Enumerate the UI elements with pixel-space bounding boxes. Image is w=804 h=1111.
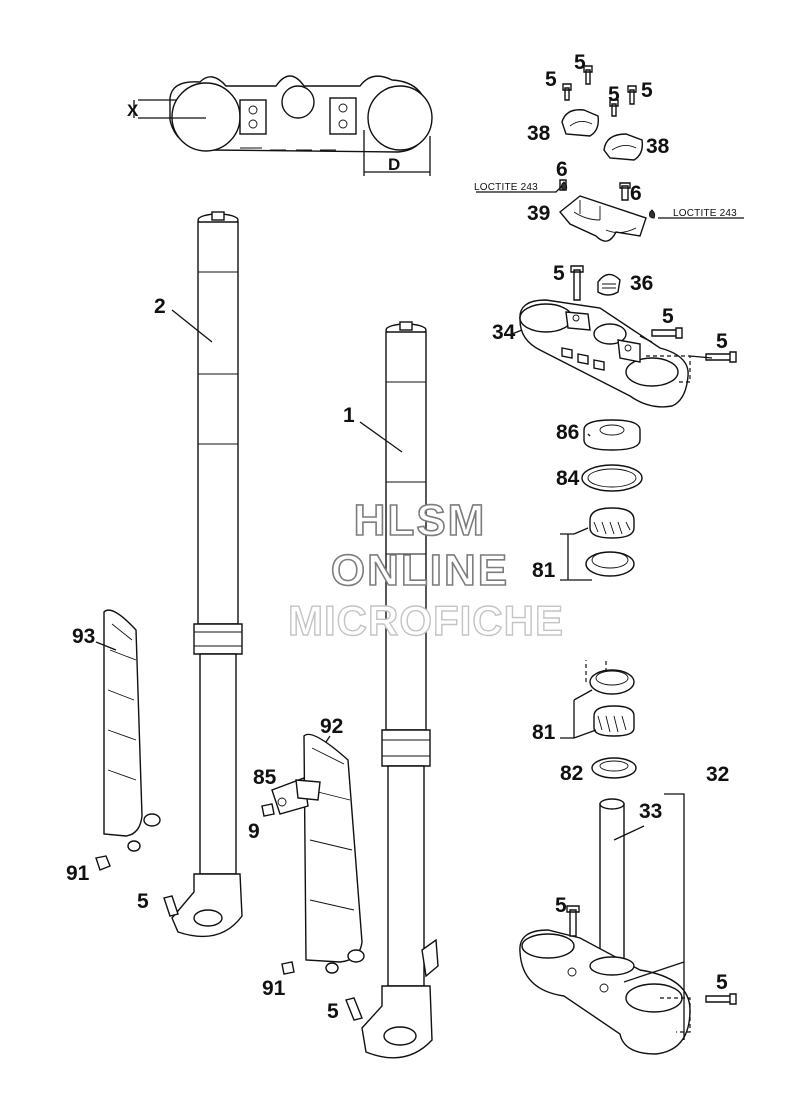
callout-6a: 6 — [556, 158, 568, 181]
steering-bearings — [560, 419, 643, 779]
fork-leg-1 — [345, 321, 439, 1059]
callout-91b: 91 — [262, 977, 286, 1000]
callout-85: 85 — [253, 766, 277, 789]
callout-32: 32 — [706, 763, 729, 786]
fork-leg-2 — [163, 211, 243, 938]
callout-2: 2 — [154, 295, 166, 318]
callout-6b: 6 — [630, 182, 642, 205]
callout-5d: 5 — [641, 79, 653, 102]
callout-39: 39 — [527, 202, 550, 225]
callout-93: 93 — [72, 625, 95, 648]
watermark-line-3: MICROFICHE — [288, 597, 564, 644]
upper-triple-clamp-34 — [519, 265, 737, 408]
callout-5e: 5 — [553, 262, 565, 285]
handlebar-clamp-assembly: LOCTITE 243 LOCTITE 243 — [474, 65, 744, 242]
callout-5b: 5 — [545, 68, 557, 91]
watermark-line-2: ONLINE — [331, 546, 509, 595]
loctite-label-left: LOCTITE 243 — [474, 182, 538, 193]
fork-guard-93 — [95, 609, 161, 871]
watermark-line-1: HLSM — [354, 496, 487, 545]
callout-9: 9 — [248, 820, 260, 843]
callout-5j: 5 — [137, 890, 149, 913]
callout-34: 34 — [492, 321, 516, 344]
callout-81a: 81 — [532, 559, 556, 582]
watermark: HLSM ONLINE MICROFICHE — [287, 495, 564, 645]
callout-5a: 5 — [574, 51, 586, 74]
callout-36: 36 — [630, 272, 653, 295]
dimension-d-label: D — [388, 155, 400, 174]
callout-5i: 5 — [716, 971, 728, 994]
leader-lines — [95, 309, 713, 841]
callout-numbers: 5 5 5 5 38 38 6 6 39 5 36 5 34 5 86 84 8… — [66, 51, 729, 1023]
callout-81b: 81 — [532, 721, 556, 744]
dimension-x-label: X — [127, 101, 139, 120]
callout-5h: 5 — [555, 894, 567, 917]
callout-38b: 38 — [646, 135, 670, 158]
callout-5g: 5 — [716, 330, 728, 353]
callout-5f: 5 — [662, 305, 674, 328]
callout-38a: 38 — [527, 122, 551, 145]
callout-86: 86 — [556, 421, 579, 444]
loctite-label-right: LOCTITE 243 — [673, 208, 737, 219]
callout-5k: 5 — [327, 1000, 339, 1023]
callout-91a: 91 — [66, 862, 90, 885]
lower-triple-clamp-32 — [519, 793, 737, 1055]
callout-92: 92 — [320, 715, 343, 738]
callout-82: 82 — [560, 762, 583, 785]
callout-84: 84 — [556, 467, 580, 490]
callout-1: 1 — [343, 404, 355, 427]
upper-triple-clamp-dimension-view: X D — [127, 75, 433, 176]
callout-5c: 5 — [608, 83, 620, 106]
fork-guard-92 — [261, 733, 365, 975]
callout-33: 33 — [639, 800, 662, 823]
